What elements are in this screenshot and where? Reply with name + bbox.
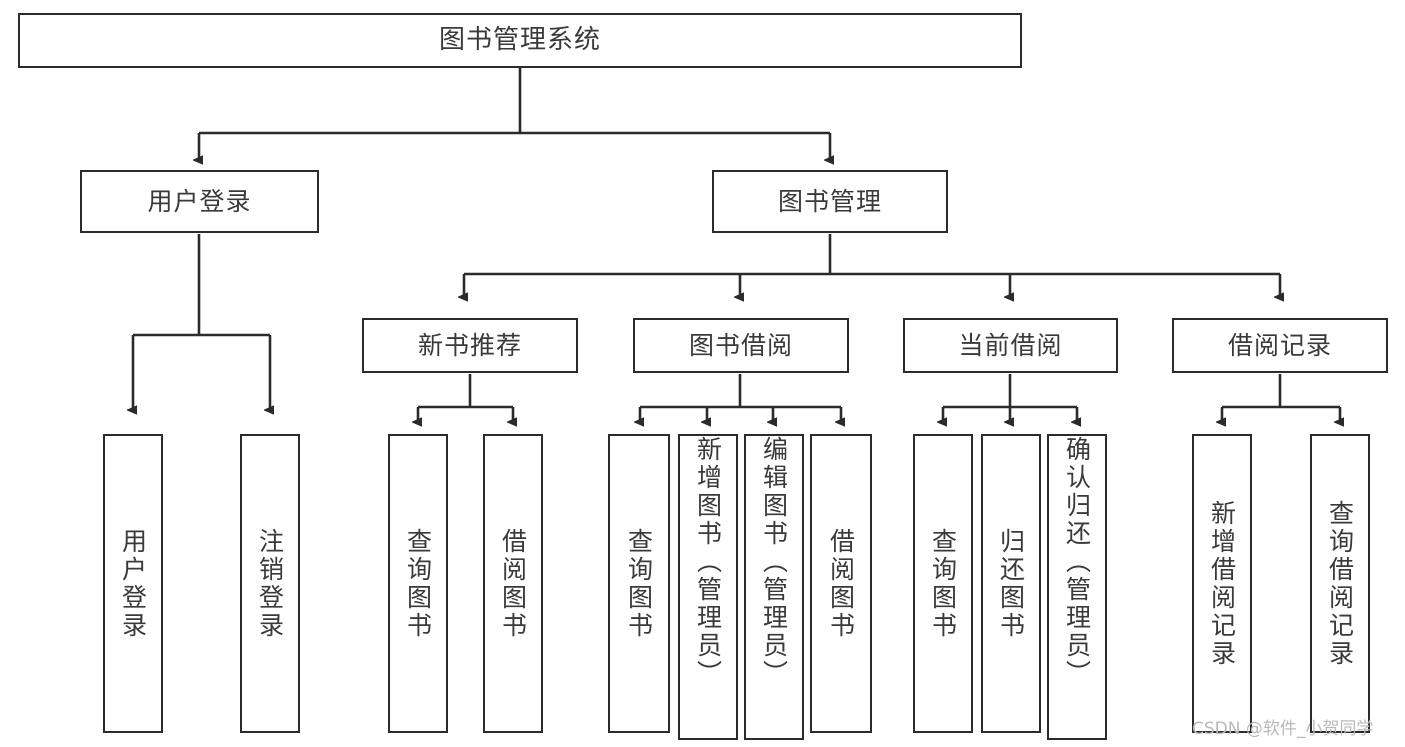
- node-label: 查询图书: [403, 527, 433, 640]
- node-label: 借阅图书: [498, 527, 528, 640]
- leaf-recommend-query-book[interactable]: 查询图书: [388, 434, 448, 733]
- leaf-current-query-book[interactable]: 查询图书: [913, 434, 973, 733]
- node-book-borrow[interactable]: 图书借阅: [633, 318, 849, 373]
- node-label: 编辑图书（管理员）: [759, 436, 789, 688]
- node-user-login[interactable]: 用户登录: [80, 170, 319, 233]
- node-label: 新增借阅记录: [1207, 499, 1237, 668]
- leaf-current-confirm-return-admin[interactable]: 确认归还（管理员）: [1047, 434, 1107, 740]
- leaf-record-add-record[interactable]: 新增借阅记录: [1192, 434, 1252, 733]
- leaf-record-query-record[interactable]: 查询借阅记录: [1310, 434, 1370, 733]
- leaf-borrow-add-book-admin[interactable]: 新增图书（管理员）: [678, 434, 738, 740]
- leaf-borrow-edit-book-admin[interactable]: 编辑图书（管理员）: [744, 434, 804, 740]
- node-label: 借阅图书: [826, 527, 856, 640]
- node-label: 归还图书: [996, 527, 1026, 640]
- node-root-system[interactable]: 图书管理系统: [18, 13, 1022, 68]
- leaf-borrow-query-book[interactable]: 查询图书: [608, 434, 670, 733]
- node-new-book-recommend[interactable]: 新书推荐: [362, 318, 578, 373]
- node-label: 图书借阅: [688, 330, 793, 360]
- node-label: 用户登录: [147, 186, 252, 216]
- node-label: 注销登录: [255, 527, 285, 640]
- leaf-user-logout[interactable]: 注销登录: [240, 434, 300, 733]
- node-label: 借阅记录: [1227, 330, 1332, 360]
- node-label: 确认归还（管理员）: [1062, 436, 1092, 688]
- node-label: 图书管理: [777, 186, 882, 216]
- node-book-management[interactable]: 图书管理: [712, 170, 948, 233]
- node-label: 新书推荐: [417, 330, 522, 360]
- node-current-borrow[interactable]: 当前借阅: [903, 318, 1118, 373]
- leaf-user-login[interactable]: 用户登录: [103, 434, 163, 733]
- node-label: 查询借阅记录: [1325, 499, 1355, 668]
- leaf-borrow-borrow-book[interactable]: 借阅图书: [810, 434, 872, 733]
- leaf-current-return-book[interactable]: 归还图书: [981, 434, 1041, 733]
- node-label: 用户登录: [118, 527, 148, 640]
- node-label: 当前借阅: [958, 330, 1063, 360]
- leaf-recommend-borrow-book[interactable]: 借阅图书: [483, 434, 543, 733]
- csdn-watermark: CSDN @软件_小贺同学: [1192, 719, 1374, 739]
- node-label: 查询图书: [624, 527, 654, 640]
- node-label: 图书管理系统: [438, 25, 601, 56]
- node-borrow-record[interactable]: 借阅记录: [1172, 318, 1388, 373]
- node-label: 查询图书: [928, 527, 958, 640]
- node-label: 新增图书（管理员）: [693, 436, 723, 688]
